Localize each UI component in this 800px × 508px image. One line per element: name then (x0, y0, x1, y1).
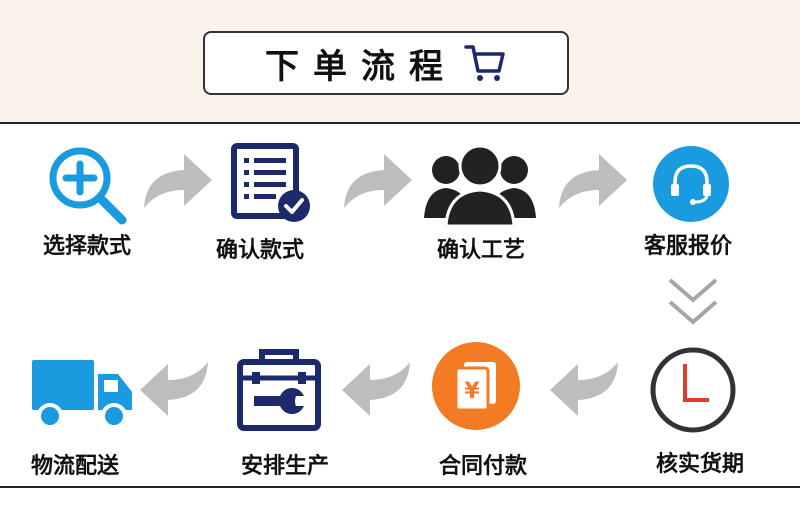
step-label: 合同付款 (438, 454, 527, 479)
step-confirm-style: 确认款式 (190, 140, 350, 263)
step-label: 确认工艺 (436, 238, 525, 263)
checklist-icon (231, 143, 310, 222)
delivery-truck-icon (32, 360, 132, 429)
step-label: 安排生产 (240, 454, 329, 479)
step-contract-payment: ¥ 合同付款 (402, 340, 562, 479)
people-group-icon (424, 144, 536, 228)
step-label: 确认款式 (215, 238, 304, 263)
step-select-style: 选择款式 (0, 140, 160, 260)
toolbox-wrench-icon (237, 349, 321, 431)
arrow-left-icon (342, 362, 410, 416)
step-label: 核实货期 (655, 452, 744, 477)
page-title: 下单流程 (265, 46, 457, 87)
headset-icon (653, 146, 729, 222)
step-confirm-process: 确认工艺 (400, 140, 560, 263)
step-service-quote: 客服报价 (610, 140, 770, 260)
step-label: 物流配送 (30, 454, 119, 479)
chevron-down-icon (668, 278, 718, 325)
arrow-right-icon (559, 154, 627, 208)
arrow-left-icon (140, 362, 208, 416)
title-box: 下单流程 (203, 31, 569, 95)
shopping-cart-icon (464, 45, 505, 81)
bottom-divider (0, 486, 800, 488)
step-label: 客服报价 (643, 234, 732, 259)
svg-text:¥: ¥ (464, 379, 480, 404)
step-label: 选择款式 (42, 234, 131, 259)
step-logistics: 物流配送 (0, 340, 160, 479)
step-verify-delivery: 核实货期 (615, 340, 775, 477)
step-arrange-production: 安排生产 (204, 340, 364, 479)
yen-document-icon: ¥ (432, 342, 520, 430)
magnify-plus-icon (49, 147, 127, 225)
arrow-right-icon (344, 154, 412, 208)
arrow-right-icon (144, 154, 212, 208)
clock-icon (650, 347, 736, 433)
arrow-left-icon (550, 362, 618, 416)
header-divider (0, 122, 800, 124)
